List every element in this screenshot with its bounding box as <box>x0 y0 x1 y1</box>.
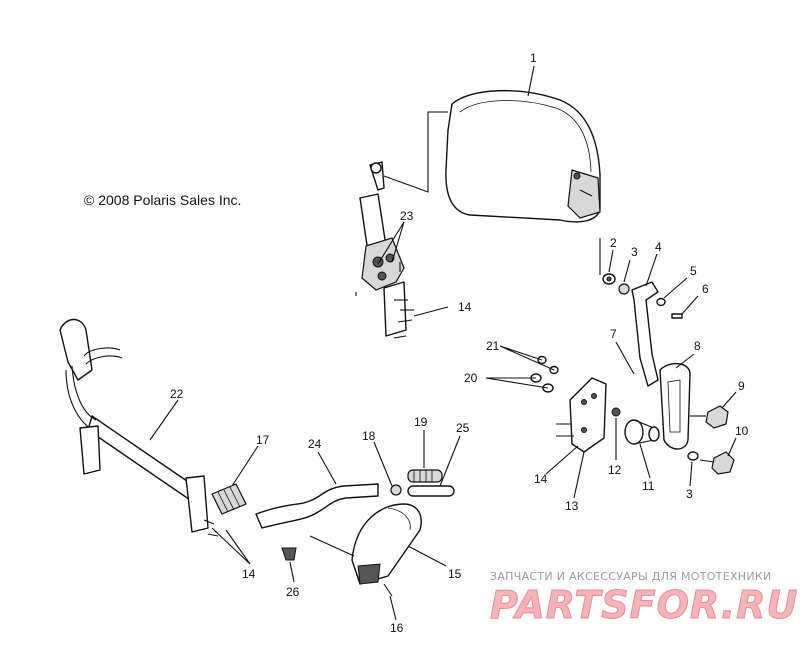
callout-16: 16 <box>390 621 404 635</box>
callout-14-upper: 14 <box>458 300 472 314</box>
callout-26: 26 <box>286 585 300 599</box>
leader-pad-bracket <box>383 111 448 193</box>
end-cap <box>390 484 402 496</box>
callout-3-lower: 3 <box>686 487 693 501</box>
mount-plate <box>556 377 607 453</box>
callout-15: 15 <box>448 567 462 581</box>
callout-11: 11 <box>642 479 655 493</box>
callout-labels: 1 2 3 4 5 6 23 14 7 8 9 21 20 10 22 17 2… <box>170 51 749 635</box>
callout-6: 6 <box>702 282 709 296</box>
callout-3: 3 <box>631 245 638 259</box>
callout-22: 22 <box>170 387 184 401</box>
callout-21: 21 <box>486 339 500 353</box>
screws-upper <box>393 299 414 339</box>
sleeve-tube <box>407 485 455 497</box>
spacer-wheel <box>624 419 660 445</box>
grip-sleeve <box>211 483 247 515</box>
callout-24: 24 <box>308 437 322 451</box>
support-tube <box>255 483 379 529</box>
callout-5: 5 <box>690 264 697 278</box>
callout-13: 13 <box>565 499 579 513</box>
callout-17: 17 <box>256 433 270 447</box>
backrest-pad <box>445 89 601 223</box>
callout-20: 20 <box>464 371 478 385</box>
copyright-text: © 2008 Polaris Sales Inc. <box>84 192 241 208</box>
callout-18: 18 <box>362 429 376 443</box>
screws-lower <box>203 519 219 537</box>
nut <box>611 407 621 417</box>
foam-grip <box>407 469 443 483</box>
stay-hardware <box>599 238 683 387</box>
callout-4: 4 <box>655 240 662 254</box>
callout-23: 23 <box>400 209 414 223</box>
passenger-hoop <box>59 318 209 533</box>
watermark-tagline: ЗАПЧАСТИ И АКСЕССУАРЫ ДЛЯ МОТОТЕХНИКИ <box>490 570 772 583</box>
leader-lines <box>149 65 737 621</box>
clamp-small <box>281 547 297 561</box>
callout-19: 19 <box>414 415 428 429</box>
callout-1: 1 <box>530 51 537 65</box>
screw-bottom <box>383 583 393 597</box>
callout-8: 8 <box>694 339 701 353</box>
knob-upper <box>690 405 729 429</box>
grab-handle <box>659 363 691 450</box>
side-cover <box>351 503 422 585</box>
callout-7: 7 <box>610 327 617 341</box>
callout-14-mid: 14 <box>534 472 548 486</box>
callout-9: 9 <box>738 379 745 393</box>
hinge-bracket-assembly <box>355 161 407 337</box>
callout-14-lower: 14 <box>242 567 256 581</box>
callout-10: 10 <box>735 424 749 438</box>
bolts-washers <box>530 355 559 393</box>
knob-lower <box>687 451 735 475</box>
callout-25: 25 <box>456 421 470 435</box>
watermark-brand: PARTSFOR.RU <box>490 583 798 627</box>
callout-12: 12 <box>608 463 622 477</box>
callout-2: 2 <box>610 236 617 250</box>
